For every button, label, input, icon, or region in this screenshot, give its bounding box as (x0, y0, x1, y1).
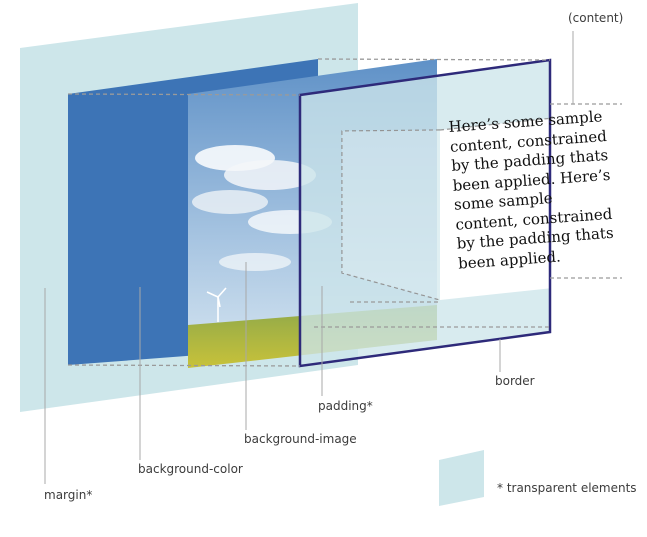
label-border: border (495, 374, 535, 388)
legend-note: * transparent elements (497, 481, 637, 495)
content-outline (341, 129, 441, 301)
content-area (440, 118, 553, 300)
wind-turbine-icon (206, 287, 227, 322)
content-outline-side (342, 130, 440, 300)
label-margin: margin* (44, 488, 93, 502)
label-content: (content) (568, 11, 624, 25)
guide-lines (67, 58, 622, 367)
border-frame (298, 58, 552, 368)
legend-swatch (439, 450, 484, 506)
label-background-image: background-image (244, 432, 357, 446)
label-background-color: background-color (138, 462, 243, 476)
leader-lines (44, 31, 574, 484)
sample-content-text: Here’s some sample content, constrained … (448, 107, 615, 273)
label-padding: padding* (318, 399, 373, 413)
